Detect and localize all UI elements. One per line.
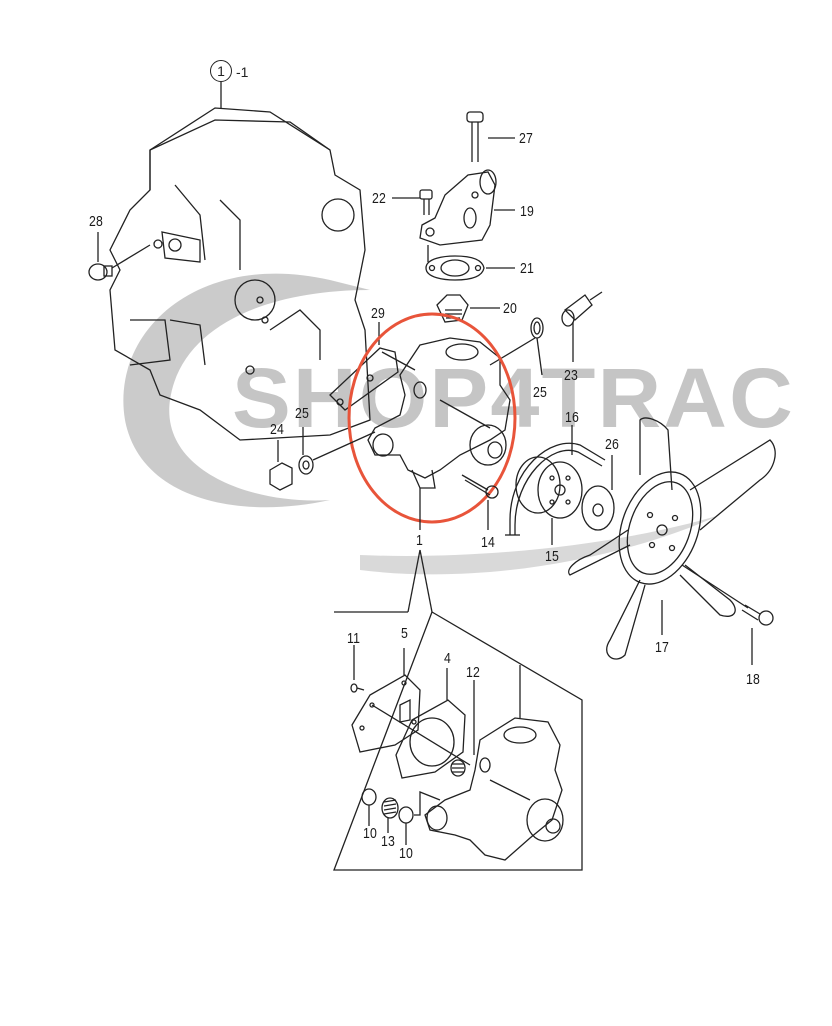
callout-5: 5 xyxy=(401,625,409,642)
callout-22: 22 xyxy=(372,190,387,207)
fan-drawing xyxy=(568,417,776,660)
highlight-ring xyxy=(347,312,517,524)
callout-10-right: 10 xyxy=(399,845,414,862)
reference-circle: 1 xyxy=(210,60,232,82)
callout-25-lower: 25 xyxy=(295,405,310,422)
callout-27: 27 xyxy=(519,130,534,147)
callout-28: 28 xyxy=(89,213,104,230)
callout-11: 11 xyxy=(347,630,361,647)
callout-15: 15 xyxy=(545,548,560,565)
callout-17: 17 xyxy=(655,639,670,656)
callout-14: 14 xyxy=(481,534,496,551)
callout-13: 13 xyxy=(381,833,396,850)
detail-box-outline xyxy=(333,611,583,871)
water-pump-drawing xyxy=(367,337,511,489)
callout-23: 23 xyxy=(564,367,579,384)
callout-10-left: 10 xyxy=(363,825,378,842)
engine-block-drawing xyxy=(109,107,371,441)
callout-24: 24 xyxy=(270,421,285,438)
callout-20: 20 xyxy=(503,300,518,317)
callout-26: 26 xyxy=(605,436,620,453)
pump-detail-drawing xyxy=(424,665,564,861)
reference-suffix: -1 xyxy=(236,64,249,80)
callout-21: 21 xyxy=(520,260,535,277)
callout-16: 16 xyxy=(565,409,580,426)
callout-18: 18 xyxy=(746,671,761,688)
callout-12: 12 xyxy=(466,664,481,681)
callout-4: 4 xyxy=(444,650,452,667)
thermostat-housing-drawing xyxy=(419,169,515,246)
callout-1: 1 xyxy=(416,532,424,549)
callout-19: 19 xyxy=(520,203,535,220)
callout-25-upper: 25 xyxy=(533,384,548,401)
callout-29: 29 xyxy=(371,305,386,322)
